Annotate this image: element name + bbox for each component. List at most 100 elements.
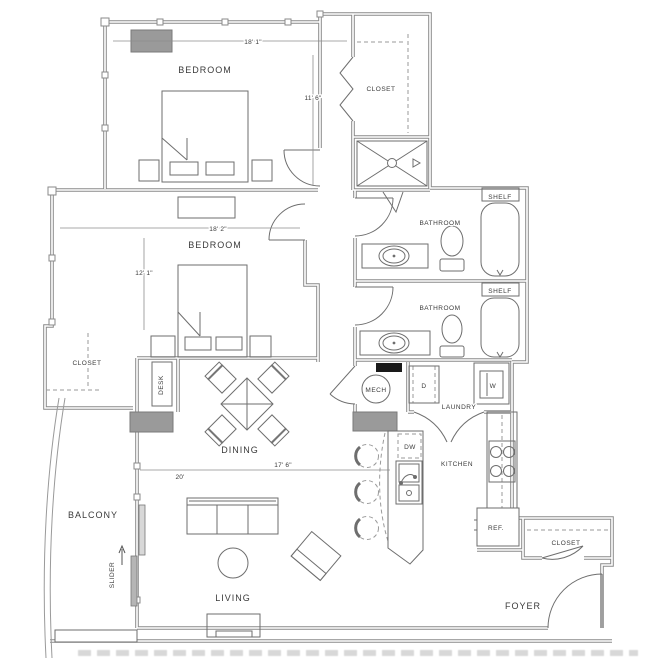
shelf — [481, 187, 520, 202]
toilet — [440, 225, 464, 257]
dining-chair — [257, 361, 290, 394]
bedroom1-furniture — [138, 90, 273, 183]
dresser — [177, 196, 236, 219]
bed — [177, 264, 248, 358]
room-label-kitchen: KITCHEN — [441, 461, 473, 468]
column-balcony — [129, 411, 174, 433]
tub-drain — [496, 351, 504, 358]
room-label-desk: DESK — [158, 375, 165, 395]
living-furniture — [186, 497, 342, 638]
label-dryer: D — [421, 383, 426, 390]
room-label-bathroom2: BATHROOM — [419, 305, 460, 312]
nightstand — [150, 335, 176, 358]
door-foyer-closet — [541, 545, 584, 560]
dim-bedroom2-width: 18' 2" — [209, 226, 227, 233]
pillow — [184, 336, 212, 351]
dim-bedroom2-depth: 12' 1" — [135, 270, 153, 277]
dryer — [408, 365, 440, 404]
room-label-bathroom1: BATHROOM — [419, 220, 460, 227]
shower-handle-icon — [412, 158, 422, 168]
mech-chase — [376, 363, 402, 372]
label-shelf-bath2: SHELF — [488, 288, 511, 295]
label-fridge: REF. — [488, 525, 504, 532]
refrigerator — [476, 507, 520, 547]
dimension-lines — [60, 40, 390, 471]
bed-fold — [161, 137, 188, 161]
dim-bedroom1-depth: 11' 6" — [305, 95, 322, 102]
door-bathroom2 — [354, 286, 394, 326]
vanity — [359, 330, 431, 356]
room-label-bedroom2: BEDROOM — [188, 240, 242, 250]
shower-door — [382, 191, 404, 214]
door-entry — [547, 573, 603, 629]
room-label-bedroom1: BEDROOM — [178, 65, 232, 75]
bed — [161, 90, 249, 183]
toilet-tank — [439, 345, 465, 358]
mech-equipment — [361, 374, 391, 404]
slider-arrow-icon — [118, 544, 126, 554]
sofa — [186, 497, 279, 535]
door-bifold-closet — [339, 56, 354, 122]
room-label-closet-bedroom2: CLOSET — [72, 360, 101, 367]
cooktop — [488, 440, 516, 483]
shower — [356, 140, 428, 214]
room-label-closet-master: CLOSET — [366, 86, 395, 93]
slider-door — [118, 504, 146, 607]
column-kitchen — [352, 411, 398, 432]
room-label-closet-foyer: CLOSET — [551, 540, 580, 547]
balcony-curved-wall — [43, 397, 138, 659]
room-label-laundry: LAUNDRY — [442, 404, 477, 411]
dim-bedroom1-width: 18' 1" — [244, 39, 262, 46]
dining-chair — [204, 414, 237, 447]
pillow — [169, 161, 199, 176]
bathtub — [480, 297, 520, 358]
desk-surface — [151, 361, 173, 407]
burner — [490, 446, 502, 458]
burner — [490, 465, 502, 477]
dining-chair — [204, 361, 237, 394]
door-bedroom2 — [268, 203, 306, 241]
door-bathroom1 — [354, 197, 394, 237]
bathtub — [480, 202, 520, 277]
nightstand — [251, 159, 273, 182]
sink — [378, 245, 410, 267]
burner — [503, 465, 515, 477]
label-shelf-bath1: SHELF — [488, 194, 511, 201]
bathroom2-fixtures — [359, 282, 520, 358]
dining-chair — [257, 414, 290, 447]
dishwasher-box — [397, 433, 422, 459]
door-hall — [329, 365, 356, 405]
room-label-dining: DINING — [221, 445, 259, 455]
vanity — [361, 243, 429, 269]
laundry-appliances — [408, 362, 510, 405]
room-label-living: LIVING — [215, 593, 251, 603]
nightstand — [249, 335, 272, 358]
bed-fold — [177, 311, 201, 337]
wall-inner-line — [43, 12, 614, 643]
sink — [378, 332, 410, 354]
bar-stools — [354, 444, 379, 540]
dim-living-width: 20' — [175, 474, 184, 481]
bathroom1-fixtures — [361, 187, 520, 277]
dim-unit-width: 17' 6" — [274, 462, 292, 469]
armchair — [290, 530, 342, 582]
cropped-caption-text — [78, 650, 638, 656]
pillow — [215, 336, 243, 351]
shower-drain — [387, 158, 397, 168]
room-label-balcony: BALCONY — [68, 510, 118, 520]
toilet-tank — [439, 258, 465, 272]
kitchen-fixtures — [387, 411, 520, 565]
door-bedroom1 — [283, 149, 321, 187]
kitchen-sink — [395, 460, 423, 505]
coffee-table — [217, 547, 249, 579]
pillow — [205, 161, 235, 176]
washer — [473, 362, 510, 405]
room-label-mech: MECH — [365, 387, 386, 394]
doors — [268, 56, 603, 629]
room-label-foyer: FOYER — [505, 601, 541, 611]
bedroom2-furniture — [150, 196, 272, 358]
toilet — [441, 314, 463, 344]
door-laundry — [413, 411, 485, 443]
